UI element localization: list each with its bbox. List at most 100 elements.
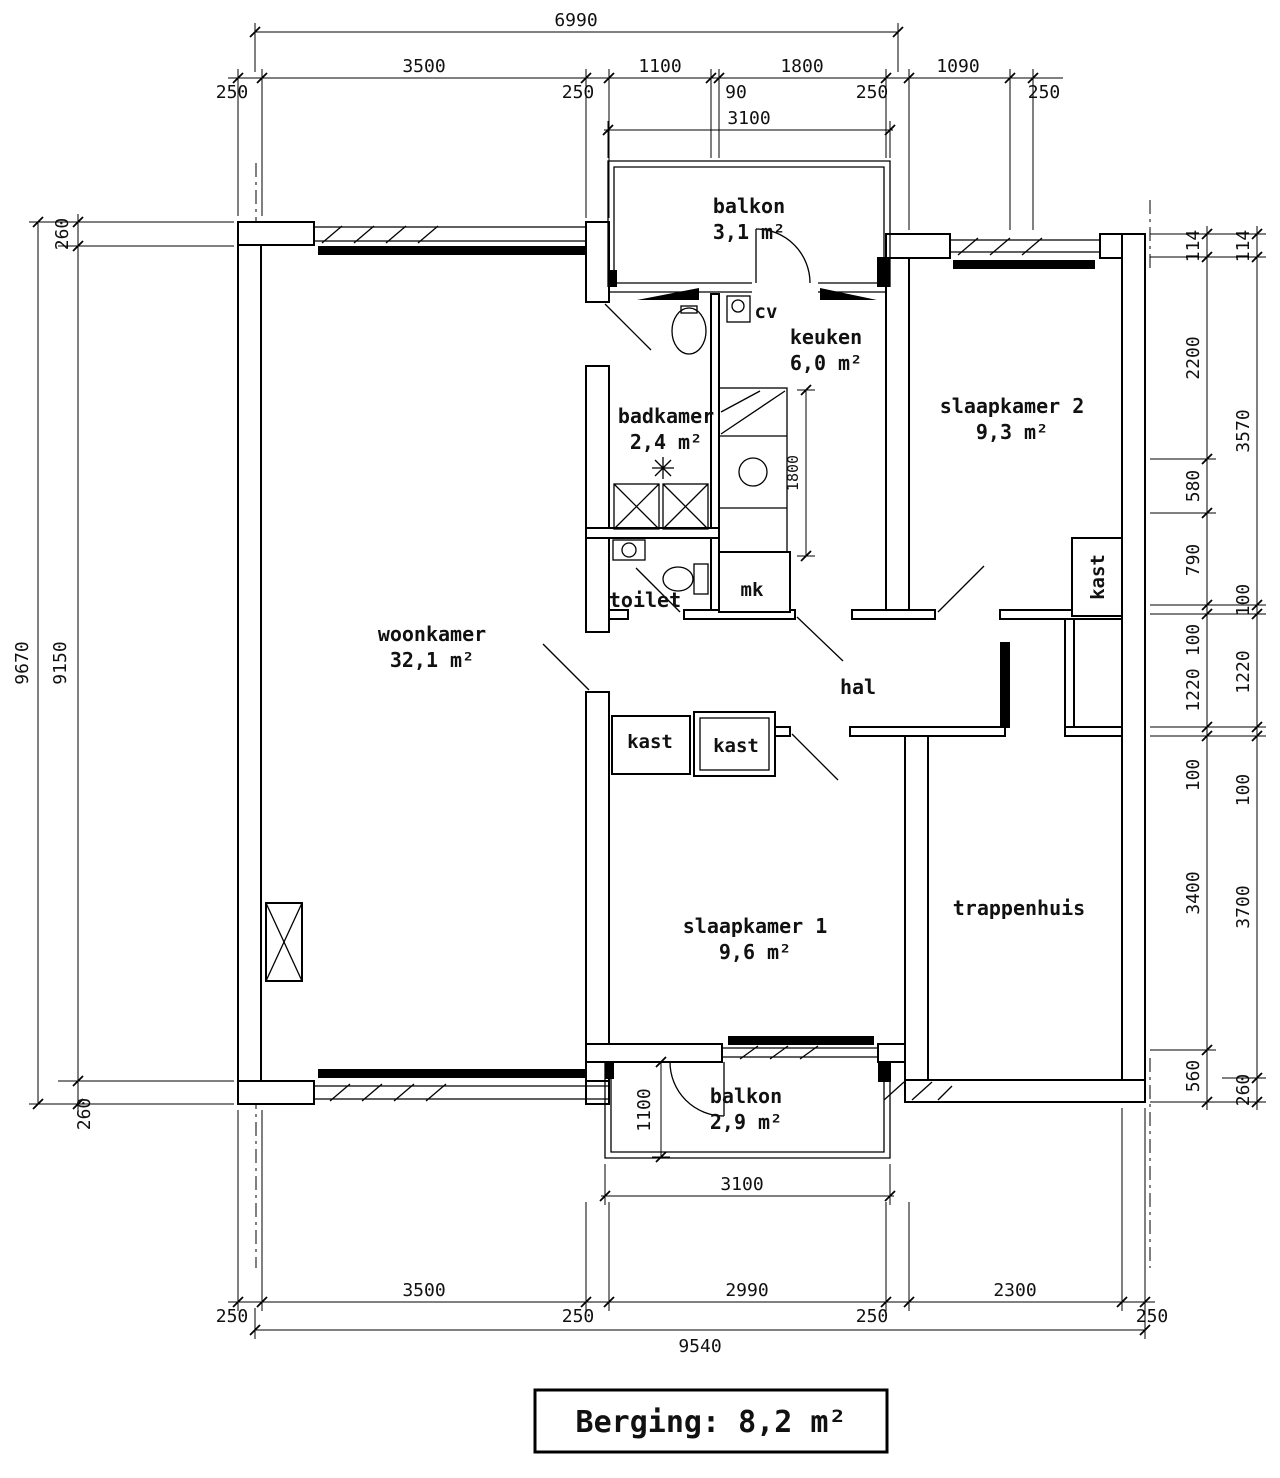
walls	[237, 221, 1146, 1105]
toilet-door-leaf	[635, 567, 681, 613]
washer	[613, 483, 660, 530]
dim-keuken-1800: 1800	[784, 455, 802, 491]
toilet-tank	[693, 563, 709, 595]
radiators	[318, 246, 1095, 1082]
dim-top-total: 6990	[554, 10, 597, 31]
footer-box	[533, 1388, 889, 1454]
dim-ri-790: 790	[1183, 544, 1204, 577]
dim-balkon-1100: 1100	[634, 1088, 655, 1131]
footer-label: Berging: 8,2 m²	[576, 1405, 847, 1440]
dim-left-260-top: 260	[52, 218, 73, 251]
toilet-sink	[612, 539, 646, 561]
dim-top-250c: 250	[856, 82, 889, 103]
badkamer-sink	[671, 307, 707, 355]
dimension-chain-right: 114 2200 580 790 100 1220 100 3400 560 1…	[1150, 226, 1267, 1110]
dim-ri-560: 560	[1183, 1060, 1204, 1093]
dim-top-balkon-3100: 3100	[727, 108, 770, 129]
dim-ri-580: 580	[1183, 470, 1204, 503]
dim-ri-100a: 100	[1183, 624, 1204, 657]
label-kast-hal-right: kast	[713, 735, 759, 757]
room-labels: balkon 3,1 m² keuken 6,0 m² badkamer 2,4…	[378, 194, 1109, 1134]
fixtures	[265, 295, 791, 982]
dim-ri-1220: 1220	[1183, 668, 1204, 711]
label-cv: cv	[755, 301, 778, 323]
area-keuken: 6,0 m²	[790, 351, 862, 375]
dim-ri-100b: 100	[1183, 759, 1204, 792]
kitchen-sink	[738, 457, 768, 487]
dim-ro-1220: 1220	[1233, 650, 1254, 693]
footer-title-block: Berging: 8,2 m²	[533, 1388, 889, 1454]
dim-left-260-bottom: 260	[74, 1098, 95, 1131]
dim-ro-3570: 3570	[1233, 409, 1254, 452]
kast-hal-right-box	[693, 711, 776, 777]
area-slaapkamer1: 9,6 m²	[719, 940, 791, 964]
area-slaapkamer2: 9,3 m²	[976, 420, 1048, 444]
label-toilet: toilet	[609, 588, 681, 612]
dim-bottom-3500: 3500	[402, 1280, 445, 1301]
dim-ri-2200: 2200	[1183, 336, 1204, 379]
dim-top-1800: 1800	[780, 56, 823, 77]
windows	[313, 222, 1100, 1104]
label-kast-hal-left: kast	[627, 731, 673, 753]
dim-top-250a: 250	[216, 82, 249, 103]
slaapkamer2-door-leaf	[937, 565, 985, 613]
dim-bottom-250b: 250	[562, 1306, 595, 1327]
keuken-door-leaf	[796, 616, 844, 662]
dim-left-9150: 9150	[50, 641, 71, 684]
dim-left-total: 9670	[12, 641, 33, 684]
dim-bottom-250d: 250	[1136, 1306, 1169, 1327]
label-mk: mk	[741, 579, 764, 601]
dim-top-90: 90	[725, 82, 747, 103]
dim-top-250d: 250	[1028, 82, 1061, 103]
area-balkon-top: 3,1 m²	[713, 220, 785, 244]
dimension-inplan: 1800 1100	[634, 384, 816, 1163]
slaapkamer1-door-leaf	[791, 733, 839, 781]
dimension-chain-bottom: 3100 3500 2990 2300 250 250 250 250 9540	[216, 1108, 1169, 1357]
label-trappenhuis: trappenhuis	[953, 896, 1085, 920]
dim-bottom-250a: 250	[216, 1306, 249, 1327]
label-woonkamer: woonkamer	[378, 622, 486, 646]
label-slaapkamer2: slaapkamer 2	[940, 394, 1085, 418]
area-woonkamer: 32,1 m²	[390, 648, 474, 672]
balcony-balustrades	[604, 160, 891, 1159]
closets	[611, 537, 1123, 777]
badkamer-door-leaf	[604, 303, 652, 351]
dimension-chain-left: 9670 260 9150 260	[12, 214, 234, 1130]
dim-ro-100a: 100	[1233, 584, 1254, 617]
dim-ri-3400: 3400	[1183, 871, 1204, 914]
dim-ro-114: 114	[1233, 230, 1254, 263]
front-door-leaf	[1000, 642, 1010, 728]
woonkamer-door-leaf	[542, 643, 590, 691]
label-badkamer: badkamer	[618, 404, 714, 428]
dim-ro-260: 260	[1233, 1074, 1254, 1107]
dim-top-1100: 1100	[638, 56, 681, 77]
dim-bottom-balkon-3100: 3100	[720, 1174, 763, 1195]
dryer	[662, 483, 709, 530]
dim-ro-100b: 100	[1233, 774, 1254, 807]
dim-bottom-2990: 2990	[725, 1280, 768, 1301]
label-keuken: keuken	[790, 325, 862, 349]
dim-top-250b: 250	[562, 82, 595, 103]
dim-bottom-total-9540: 9540	[678, 1336, 721, 1357]
cv-unit	[726, 295, 751, 323]
area-badkamer: 2,4 m²	[630, 430, 702, 454]
dimension-chain-top: 6990 3500 1100 1800 1090 250 250 90 250 …	[216, 10, 1063, 230]
label-balkon-bottom: balkon	[710, 1084, 782, 1108]
kast-slaapkamer2-box	[1071, 537, 1123, 617]
area-balkon-bottom: 2,9 m²	[710, 1110, 782, 1134]
doors	[542, 228, 985, 1117]
toilet-bowl	[662, 566, 694, 592]
dim-ro-3700: 3700	[1233, 885, 1254, 928]
label-kast-slaapkamer2: kast	[1087, 554, 1109, 600]
label-balkon-top: balkon	[713, 194, 785, 218]
dim-ri-114: 114	[1183, 230, 1204, 263]
dim-bottom-250c: 250	[856, 1306, 889, 1327]
dim-bottom-2300: 2300	[993, 1280, 1036, 1301]
dim-top-1090: 1090	[936, 56, 979, 77]
dim-top-3500: 3500	[402, 56, 445, 77]
kast-hal-left-box	[611, 715, 691, 775]
label-hal: hal	[840, 675, 876, 699]
wall-hatching	[321, 225, 1043, 1102]
